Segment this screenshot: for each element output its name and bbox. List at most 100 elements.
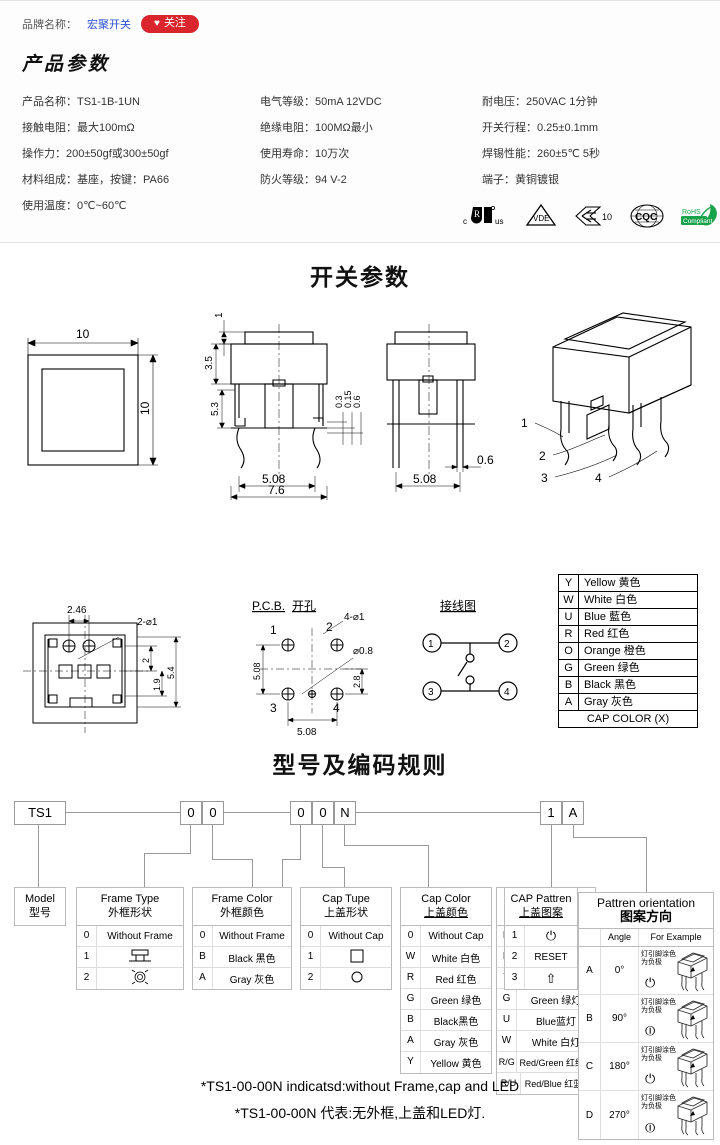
- row-code: 0: [401, 926, 421, 946]
- orientation-example: 灯引脚涂色为负极 ⏼: [639, 995, 713, 1042]
- spec-item: 产品名称：TS1-1B-1UN: [22, 96, 140, 108]
- table-head-en: Model: [25, 893, 55, 905]
- table-row: 0 Without Cap: [401, 926, 491, 947]
- orientation-title-en: Pattren orientation: [596, 896, 696, 910]
- connector: [322, 825, 323, 867]
- svg-text:VDE: VDE: [533, 214, 549, 223]
- row-code: A: [193, 968, 213, 989]
- table-row: 1: [77, 947, 183, 968]
- row-value: Without Frame: [107, 930, 173, 942]
- connector: [300, 825, 301, 859]
- bottom-holes-label: 2-⌀1: [137, 617, 158, 628]
- table-row: A Gray 灰色: [401, 1031, 491, 1052]
- orientation-symbol-icon: ⏼: [645, 1120, 656, 1135]
- row-code: R/G: [497, 1052, 518, 1072]
- frame-type-icon-1: [97, 947, 183, 967]
- orientation-note: 灯引脚涂色为负极: [641, 1047, 676, 1062]
- cap-color-legend-table: Y Yellow 黄色 W White 白色 U Blue 藍色 R Red 红…: [558, 574, 698, 728]
- china-rohs-icon: 10: [572, 199, 614, 233]
- orientation-example: 灯引脚涂色为负极 ⏻: [639, 1043, 713, 1090]
- color-legend-row: W White 白色: [559, 592, 697, 609]
- orientation-angle: 0°: [601, 947, 639, 994]
- brand-name-link[interactable]: 宏聚开关: [87, 19, 131, 31]
- iso-pin2-label: 2: [539, 449, 546, 463]
- table-head-en: Cap Tupe: [322, 893, 370, 905]
- front-d3-label: 0.6: [352, 395, 362, 408]
- color-name: Red 红色: [584, 628, 630, 640]
- row-code: 0: [77, 926, 97, 946]
- code-box-frame-color: 0: [202, 801, 224, 825]
- row-code: W: [401, 947, 421, 967]
- top-view-height-label: 10: [138, 401, 152, 415]
- table-row: G Green 绿色: [401, 989, 491, 1010]
- front-view-drawing: 1 3.5 5.3 0.3 0.15 0.6 5.08 7.6: [195, 300, 380, 510]
- connector: [212, 825, 213, 859]
- table-row: Y Yellow 黄色: [401, 1052, 491, 1073]
- table-row: 2: [77, 968, 183, 989]
- row-code: 1: [301, 947, 321, 967]
- front-pitch-label: 5.08: [262, 472, 286, 486]
- spec-item: 材料组成：基座，按键：PA66: [22, 174, 170, 186]
- model-table: Model 型号: [14, 887, 66, 926]
- row-value: White 白色: [431, 953, 481, 965]
- pcb-pad3-label: 3: [270, 701, 277, 715]
- follow-button[interactable]: ♥ 关注: [141, 15, 199, 33]
- row-value: Red 红色: [435, 974, 477, 986]
- brand-label: 品牌名称：: [22, 19, 77, 31]
- pcb-pitch-h-label: 5.08: [297, 727, 317, 738]
- front-cap-height-label: 1: [214, 312, 225, 318]
- wiring-term3-label: 3: [428, 687, 434, 698]
- connector: [190, 825, 191, 853]
- connector: [322, 867, 344, 868]
- pcb-layout-drawing: P.C.B. 开孔: [240, 598, 405, 748]
- table-head-en: Frame Color: [211, 893, 273, 905]
- pattern-orientation-table: Pattren orientation 图案方向 Angle For Examp…: [578, 892, 714, 1140]
- iso-pin3-label: 3: [541, 471, 548, 485]
- table-head-cn: 型号: [29, 907, 51, 919]
- row-code: G: [401, 989, 421, 1009]
- wiring-term4-label: 4: [504, 687, 510, 698]
- cap-pattern-head: CAP Pattren 上盖图案: [505, 888, 577, 926]
- spec-item: 使用寿命：10万次: [260, 148, 350, 160]
- cap-type-head: Cap Tupe 上盖形状: [301, 888, 391, 926]
- orientation-title-cn: 图案方向: [619, 909, 672, 924]
- row-code: A: [401, 1031, 421, 1051]
- table-row: 2 RESET: [505, 947, 577, 968]
- row-value: White 白灯: [531, 1037, 581, 1049]
- table-head-cn: 外框颜色: [220, 907, 264, 919]
- cap-type-square-icon: [321, 948, 391, 967]
- color-legend-row: A Gray 灰色: [559, 694, 697, 711]
- spec-item: 绝缘电阻：100MΩ最小: [260, 122, 373, 134]
- table-row: 0 Without Cap: [301, 926, 391, 947]
- connector: [224, 812, 290, 813]
- color-code: B: [559, 677, 579, 693]
- color-legend-row: O Orange 橙色: [559, 643, 697, 660]
- row-value: Blue蓝灯: [535, 1016, 576, 1028]
- side-view-drawing: 0.6 5.08: [385, 300, 515, 510]
- bottom-view-drawing: 2.46 2-⌀1 2 1.9 5.4: [15, 595, 205, 745]
- orientation-angle: 270°: [601, 1091, 639, 1139]
- svg-text:10: 10: [602, 212, 612, 222]
- spec-item: 端子：黄铜镀银: [482, 174, 559, 186]
- connector: [646, 837, 647, 892]
- row-code: 1: [77, 947, 97, 967]
- frame-type-table: Frame Type 外框形状 0 Without Frame 1 2: [76, 887, 184, 990]
- connector: [252, 859, 253, 887]
- note-chinese: *TS1-00-00N 代表:无外框,上盖和LED灯.: [234, 1105, 486, 1121]
- row-code: B: [401, 1010, 421, 1030]
- orientation-row: D 270° 灯引脚涂色为负极 ⏼: [579, 1091, 713, 1139]
- row-value: Without Cap: [428, 930, 484, 942]
- brand-bar: 品牌名称： 宏聚开关 ♥ 关注: [22, 15, 199, 33]
- table-row: 3 ⇧: [505, 968, 577, 989]
- orientation-note: 灯引脚涂色为负极: [641, 999, 676, 1014]
- cap-pattern-table: CAP Pattren 上盖图案 1 ⏻ 2 RESET 3 ⇧: [504, 887, 578, 990]
- orientation-angle-col: Angle: [601, 929, 639, 946]
- svg-text:CQC: CQC: [635, 212, 657, 223]
- front-body-height-label: 3.5: [204, 356, 215, 370]
- row-value: Gray 灰色: [433, 1037, 479, 1049]
- table-row: B Black黑色: [401, 1010, 491, 1031]
- cap-type-round-icon: [321, 969, 391, 988]
- row-code: 1: [505, 926, 525, 946]
- connector: [144, 853, 145, 887]
- table-row: 0 Without Frame: [193, 926, 291, 947]
